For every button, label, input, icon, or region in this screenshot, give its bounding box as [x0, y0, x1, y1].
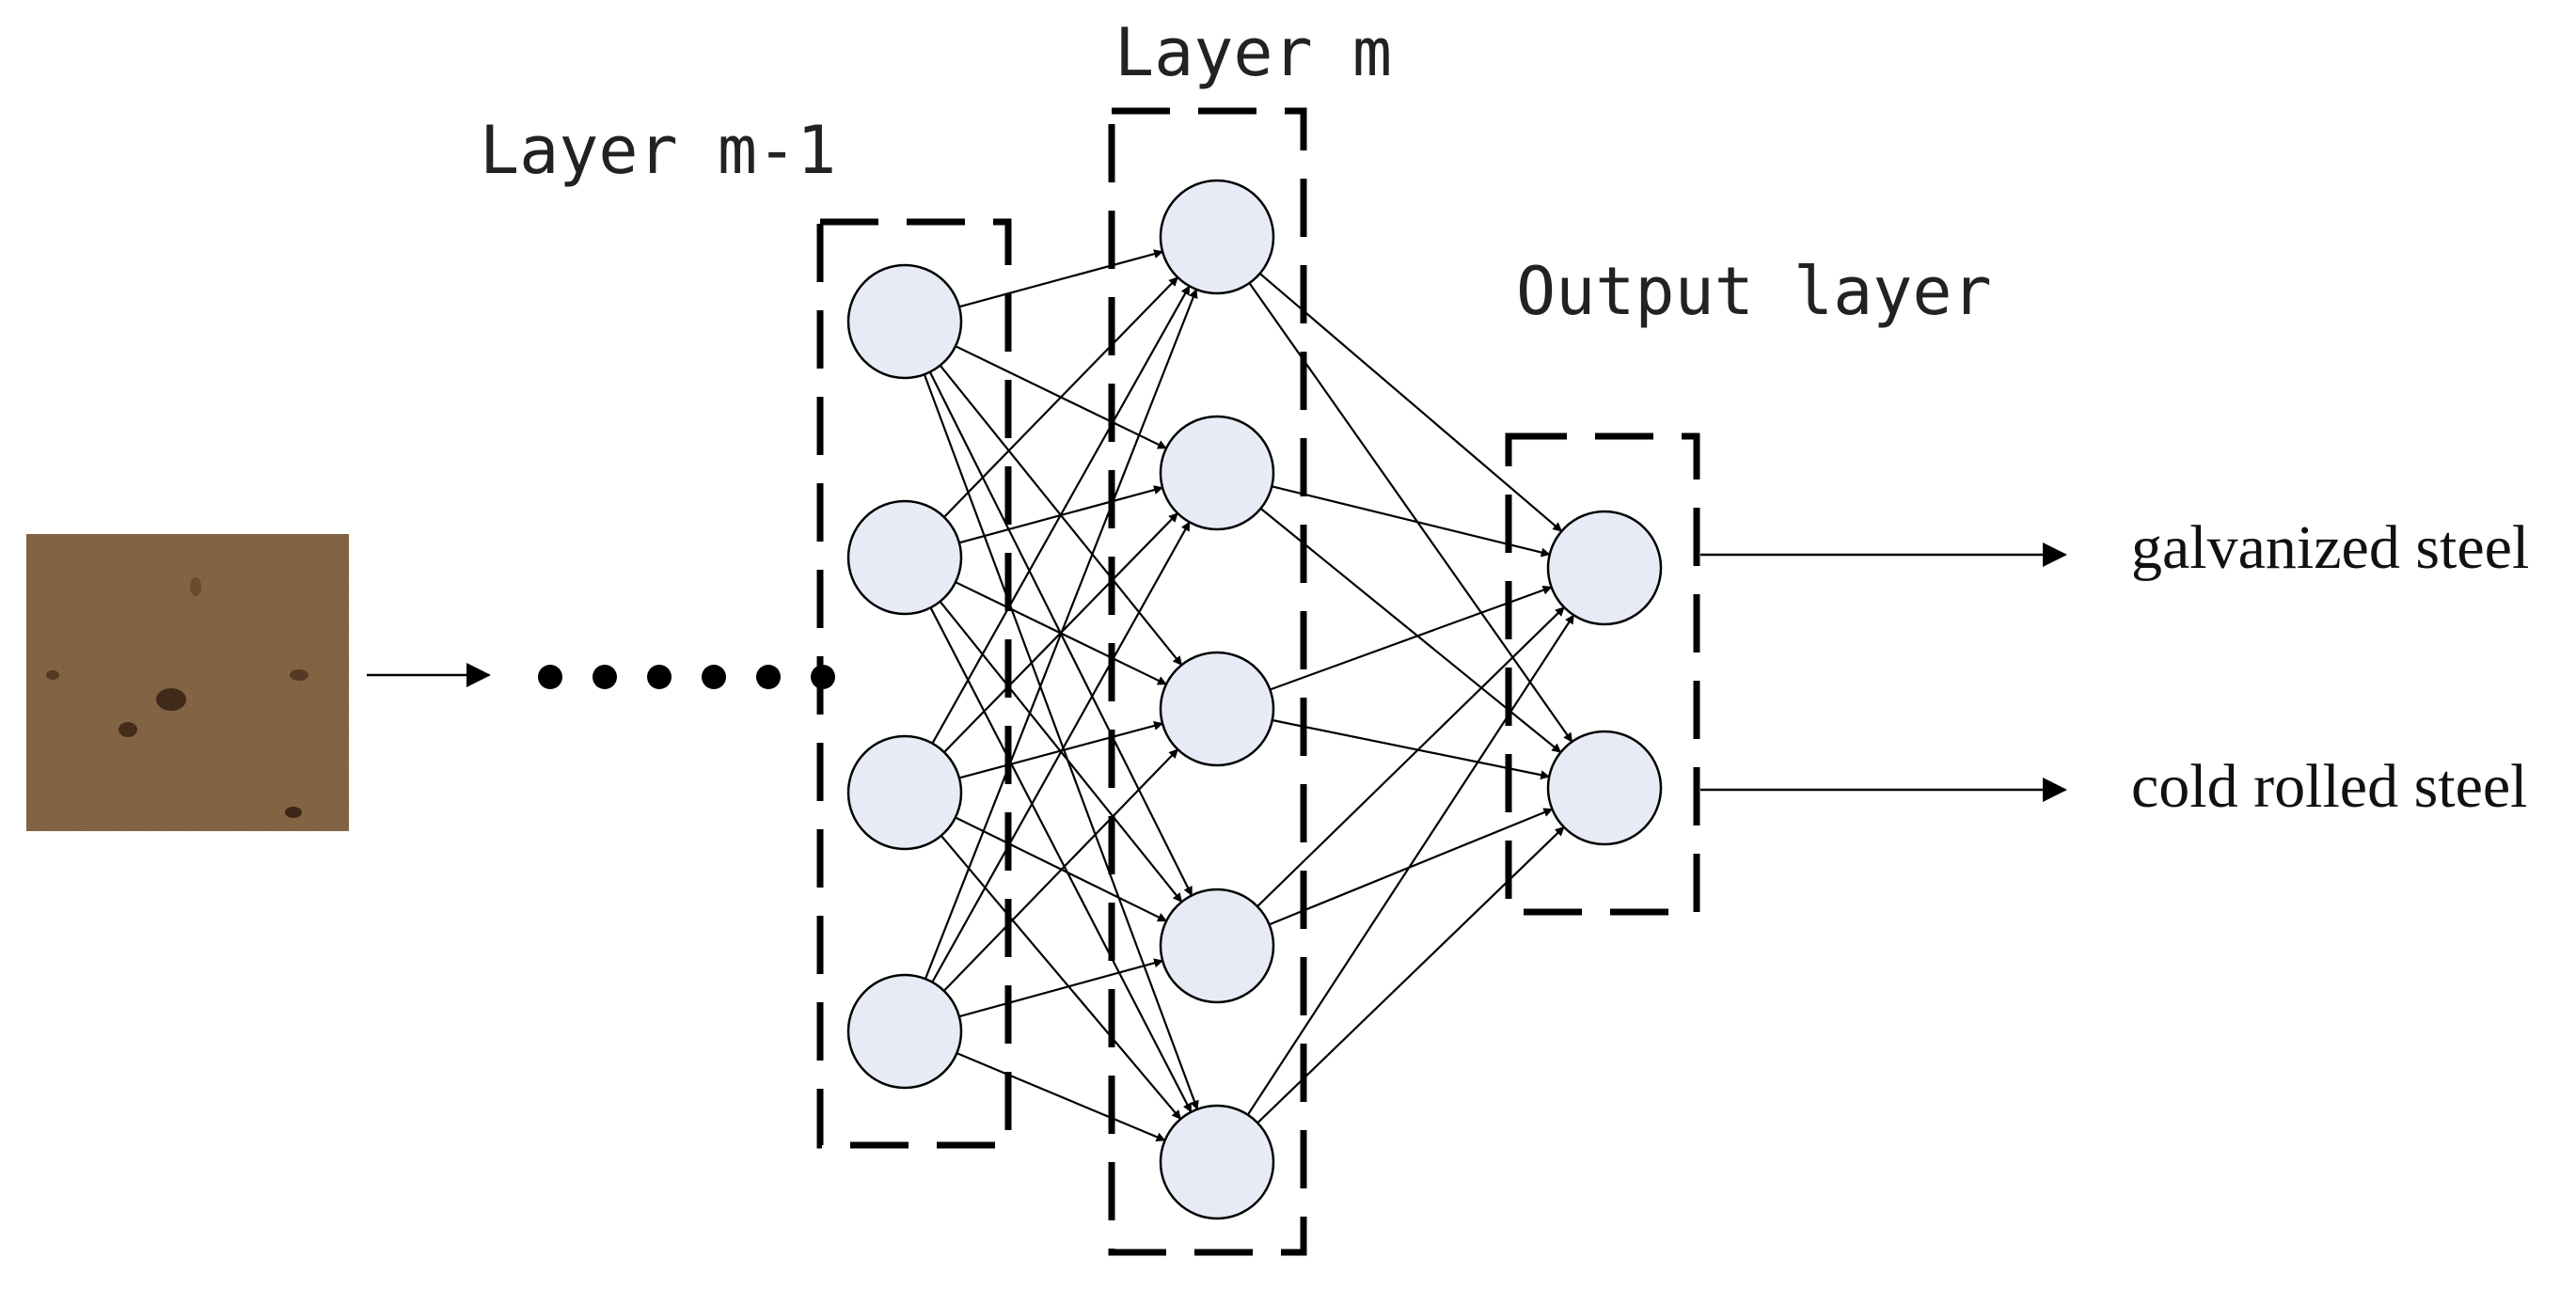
layer-m-label: Layer m: [1114, 14, 1392, 91]
edge-prev1-m1: [958, 249, 1164, 308]
edge-prev2-m1: [943, 276, 1178, 518]
edge-m2-out1: [1272, 485, 1551, 558]
edge-m5-out2: [1256, 825, 1565, 1124]
ellipsis-dots: [538, 665, 835, 689]
edge-prev4-m3: [942, 748, 1179, 992]
edge-m3-out1: [1270, 585, 1553, 691]
edge-prev3-m5: [940, 835, 1182, 1120]
edge-m3-out2: [1272, 718, 1551, 780]
output-node-2: [1546, 730, 1663, 846]
output-node-1: [1546, 510, 1663, 626]
layer-prev-label: Layer m-1: [480, 112, 836, 189]
layer-m-node-1: [1159, 179, 1275, 295]
connection-edges: [923, 249, 1575, 1141]
layer-m-node-3: [1159, 651, 1275, 767]
ellipsis-dot: [647, 665, 672, 689]
ellipsis-dot: [702, 665, 726, 689]
layer-m-node-5: [1159, 1104, 1275, 1220]
edge-prev4-m4: [958, 958, 1164, 1018]
output-label-galvanized: galvanized steel: [2131, 513, 2529, 582]
layer-prev-node-3: [846, 734, 963, 851]
edge-prev4-m5: [956, 1052, 1166, 1141]
edge-prev4-m1: [924, 288, 1198, 980]
layer-m-node-4: [1159, 888, 1275, 1004]
edge-prev3-m1: [931, 285, 1191, 745]
edge-m4-out1: [1256, 606, 1565, 907]
layer-prev-node-1: [846, 263, 963, 380]
edge-prev4-m2: [931, 521, 1191, 983]
edge-m5-out1: [1246, 614, 1575, 1116]
edge-prev2-m5: [929, 606, 1193, 1113]
output-label-cold-rolled: cold rolled steel: [2131, 752, 2528, 821]
edge-m1-out1: [1258, 273, 1563, 532]
layer-prev-node-4: [846, 973, 963, 1090]
edge-prev1-m5: [923, 373, 1199, 1110]
ellipsis-dot: [756, 665, 781, 689]
input-image: [26, 534, 349, 831]
output-layer-label: Output layer: [1516, 253, 1992, 330]
layer-m-box: [1108, 107, 1307, 1256]
ellipsis-dot: [538, 665, 562, 689]
neuron-nodes: [846, 179, 1663, 1220]
output-layer-box: [1505, 432, 1700, 916]
ellipsis-dot: [593, 665, 617, 689]
edge-m1-out2: [1248, 282, 1573, 743]
layer-prev-box: [816, 218, 1012, 1149]
layer-prev-node-2: [846, 499, 963, 616]
layer-m-node-2: [1159, 415, 1275, 531]
